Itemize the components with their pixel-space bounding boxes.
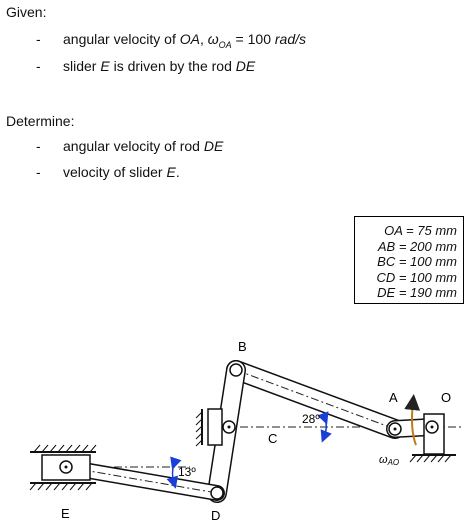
label-d: D	[211, 508, 220, 523]
dim-bc: BC = 100 mm	[377, 254, 457, 269]
angle-13-arrow	[166, 456, 182, 489]
label-a: A	[389, 390, 398, 405]
determine-item-1: angular velocity of rod DE	[63, 138, 224, 154]
determine-title: Determine:	[6, 113, 75, 129]
label-e: E	[61, 506, 70, 521]
dimension-table: OA = 75 mm AB = 200 mm BC = 100 mm CD = …	[354, 216, 464, 304]
determine-item-2: velocity of slider E.	[63, 164, 180, 180]
given-item-2: slider E is driven by the rod DE	[63, 58, 256, 74]
joint-d	[210, 486, 224, 500]
omega-rotation-arrow	[404, 394, 421, 446]
dim-ab: AB = 200 mm	[377, 238, 457, 254]
dim-de: DE = 190 mm	[377, 285, 457, 300]
label-b: B	[238, 339, 247, 354]
joint-b	[229, 363, 243, 377]
label-c: C	[268, 431, 277, 446]
determine-dash-2: -	[36, 164, 41, 180]
label-angle-13: 13º	[178, 465, 196, 479]
link-ab	[226, 360, 405, 439]
given-item-1: angular velocity of OA, ωOA = 100 rad/s	[63, 31, 306, 50]
link-de	[58, 459, 225, 501]
given-dash-2: -	[36, 58, 41, 74]
label-o: O	[441, 390, 451, 405]
determine-dash-1: -	[36, 138, 41, 154]
pivot-c-support	[195, 408, 223, 447]
label-angle-28: 28º	[302, 412, 320, 426]
given-title: Given:	[6, 4, 47, 20]
angle-28-arrow	[317, 411, 332, 443]
dim-cd: CD = 100 mm	[376, 269, 457, 285]
label-omega-ao: ωAO	[379, 454, 399, 467]
given-dash-1: -	[36, 31, 41, 47]
dim-oa: OA = 75 mm	[384, 223, 457, 238]
